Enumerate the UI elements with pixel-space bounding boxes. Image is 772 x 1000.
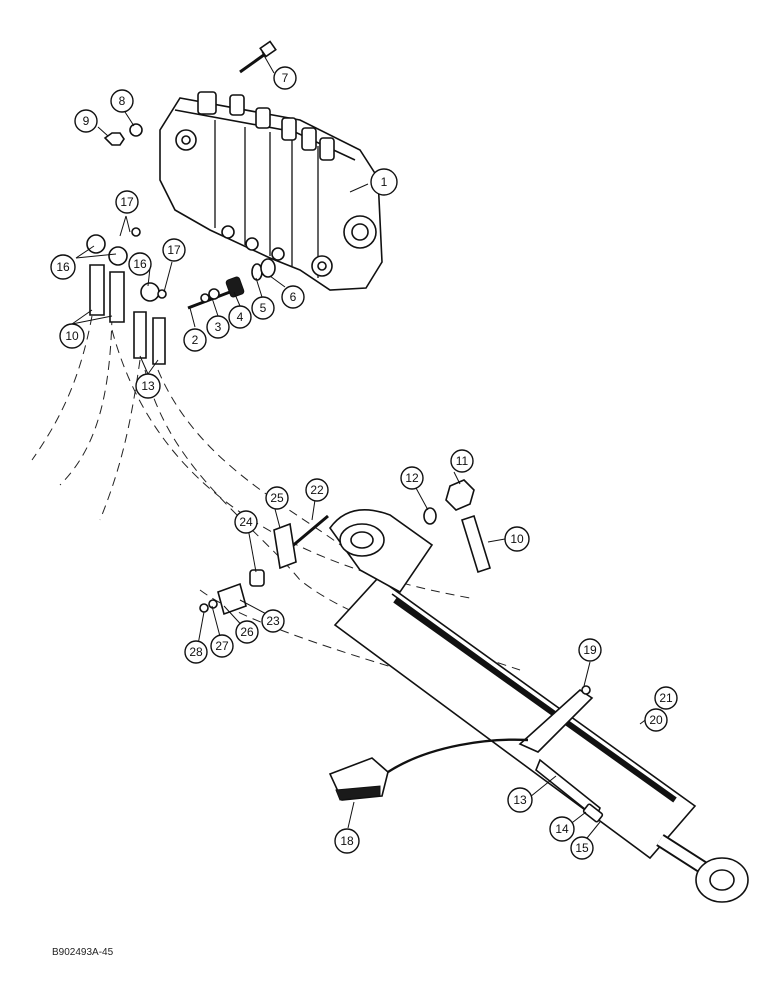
cylinder-adapters (423, 479, 491, 574)
callout-label: 13 (513, 793, 527, 807)
callout-13b: 13 (507, 787, 533, 813)
handle-and-cable (328, 738, 529, 801)
callout-label: 21 (659, 691, 673, 705)
callout-label: 10 (65, 329, 79, 343)
callout-label: 18 (340, 834, 354, 848)
callout-5: 5 (251, 296, 275, 320)
callout-21: 21 (654, 686, 678, 710)
callout-27: 27 (210, 634, 234, 658)
callout-3: 3 (206, 315, 230, 339)
callout-label: 13 (141, 379, 155, 393)
callout-8: 8 (110, 89, 134, 113)
callout-28: 28 (184, 640, 208, 664)
bracket-hardware (199, 514, 329, 616)
callout-label: 20 (649, 713, 663, 727)
callout-10a: 10 (59, 323, 85, 349)
callout-23: 23 (261, 609, 285, 633)
figure-code: B902493A-45 (52, 947, 114, 958)
callout-label: 5 (260, 301, 267, 315)
callout-label: 27 (215, 639, 229, 653)
callout-label: 10 (510, 532, 524, 546)
callout-label: 3 (215, 320, 222, 334)
callout-15: 15 (570, 836, 594, 860)
callout-label: 1 (381, 175, 388, 189)
callout-label: 4 (237, 310, 244, 324)
callout-label: 16 (133, 257, 147, 271)
callout-16a: 16 (50, 254, 76, 280)
callout-25: 25 (265, 486, 289, 510)
callout-label: 28 (189, 645, 203, 659)
callout-label: 15 (575, 841, 589, 855)
callout-6: 6 (281, 285, 305, 309)
callout-7: 7 (273, 66, 297, 90)
callout-17b: 17 (162, 238, 186, 262)
hydraulic-cylinder (329, 508, 749, 903)
callout-9: 9 (74, 109, 98, 133)
callout-label: 25 (270, 491, 284, 505)
callout-label: 26 (240, 625, 254, 639)
callout-22: 22 (305, 478, 329, 502)
callout-4: 4 (228, 305, 252, 329)
callout-label: 2 (192, 333, 199, 347)
callout-19: 19 (578, 638, 602, 662)
callout-label: 17 (167, 243, 181, 257)
hose-fittings (86, 227, 167, 365)
callout-2: 2 (183, 328, 207, 352)
callout-14: 14 (549, 816, 575, 842)
callout-24: 24 (234, 510, 258, 534)
callout-11: 11 (450, 449, 474, 473)
callout-label: 6 (290, 290, 297, 304)
callout-13a: 13 (135, 373, 161, 399)
callout-label: 23 (266, 614, 280, 628)
callout-label: 12 (405, 471, 419, 485)
fitting-stack (187, 258, 276, 310)
callout-label: 16 (56, 260, 70, 274)
callout-12: 12 (400, 466, 424, 490)
callout-17a: 17 (115, 190, 139, 214)
callout-label: 22 (310, 483, 324, 497)
callout-20: 20 (644, 708, 668, 732)
callout-label: 11 (456, 454, 469, 468)
callout-16b: 16 (128, 252, 152, 276)
callout-label: 9 (83, 114, 90, 128)
callout-label: 8 (119, 94, 126, 108)
callout-18: 18 (334, 828, 360, 854)
callout-label: 24 (239, 515, 253, 529)
callout-26: 26 (235, 620, 259, 644)
callout-label: 7 (282, 71, 289, 85)
control-valve (103, 40, 383, 291)
callout-10b: 10 (504, 526, 530, 552)
callout-label: 14 (555, 822, 569, 836)
leader-lines (71, 51, 657, 844)
callout-label: 19 (583, 643, 597, 657)
callout-1: 1 (370, 168, 398, 196)
callout-label: 17 (120, 195, 134, 209)
